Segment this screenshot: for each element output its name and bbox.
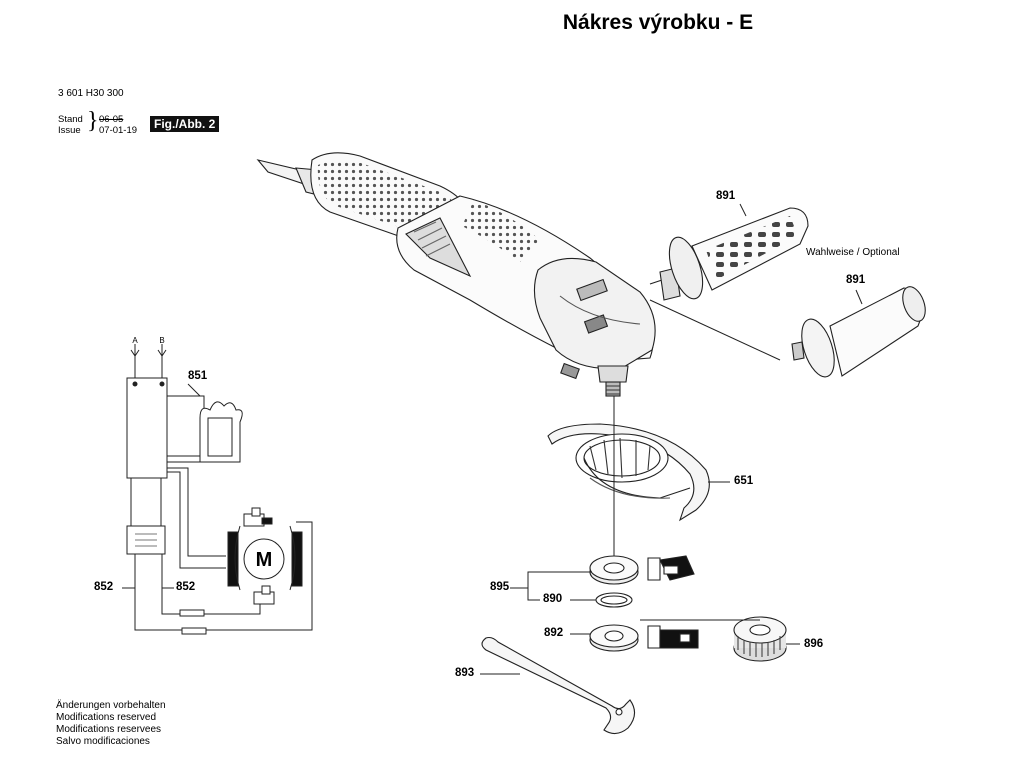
page-title: Nákres výrobku - E	[562, 11, 754, 34]
stand-label: Stand	[58, 114, 83, 125]
part-label-891-b: 891	[846, 274, 866, 286]
flange-detail-892	[647, 625, 699, 649]
part-label-651: 651	[734, 475, 754, 487]
note-line: Salvo modificaciones	[56, 736, 150, 747]
flange-detail-895	[647, 555, 695, 581]
revision-labels: Stand Issue	[58, 114, 83, 136]
part-label-851: 851	[188, 370, 208, 382]
part-label-890: 890	[543, 593, 563, 605]
gear-head	[533, 257, 656, 370]
callout-leaders	[122, 203, 863, 675]
revision-values: 06-05 07-01-19	[99, 114, 137, 136]
part-label-892: 892	[544, 627, 564, 639]
mounting-flange-892	[589, 624, 639, 652]
optional-note: Wahlweise / Optional	[806, 247, 900, 258]
terminal-b-label: B	[159, 336, 164, 345]
handle-leader-line	[649, 299, 781, 361]
note-line: Änderungen vorbehalten	[56, 700, 166, 711]
side-handle-891-b	[791, 286, 926, 378]
motor-symbol: M	[256, 549, 273, 571]
spindle	[597, 365, 629, 383]
o-ring-890	[595, 592, 633, 608]
brace-symbol: }	[87, 108, 99, 134]
quick-clamp-nut-896	[733, 616, 787, 662]
notes-block: Änderungen vorbehalten Modifications res…	[56, 700, 166, 748]
wheel-guard-651	[547, 423, 710, 522]
part-label-852-a: 852	[94, 581, 114, 593]
clamping-flange-895	[589, 555, 639, 585]
note-line: Modifications reserved	[56, 712, 157, 723]
pin-spanner-893	[481, 636, 636, 735]
side-handle-891-a	[649, 207, 809, 301]
motor-circle	[243, 538, 285, 580]
part-label-891-a: 891	[716, 190, 736, 202]
part-label-893: 893	[455, 667, 475, 679]
angle-grinder	[256, 152, 656, 397]
issue-label: Issue	[58, 125, 81, 136]
wiring-diagram	[126, 344, 313, 635]
stand-value: 06-05	[99, 114, 124, 125]
note-line: Modifications reservees	[56, 724, 162, 735]
issue-value: 07-01-19	[99, 125, 138, 136]
document-number: 3 601 H30 300	[58, 88, 124, 99]
part-label-852-b: 852	[176, 581, 196, 593]
figure-tag: Fig./Abb. 2	[150, 116, 220, 132]
terminal-a-label: A	[132, 336, 138, 345]
part-label-895: 895	[490, 581, 510, 593]
part-label-896: 896	[804, 638, 824, 650]
